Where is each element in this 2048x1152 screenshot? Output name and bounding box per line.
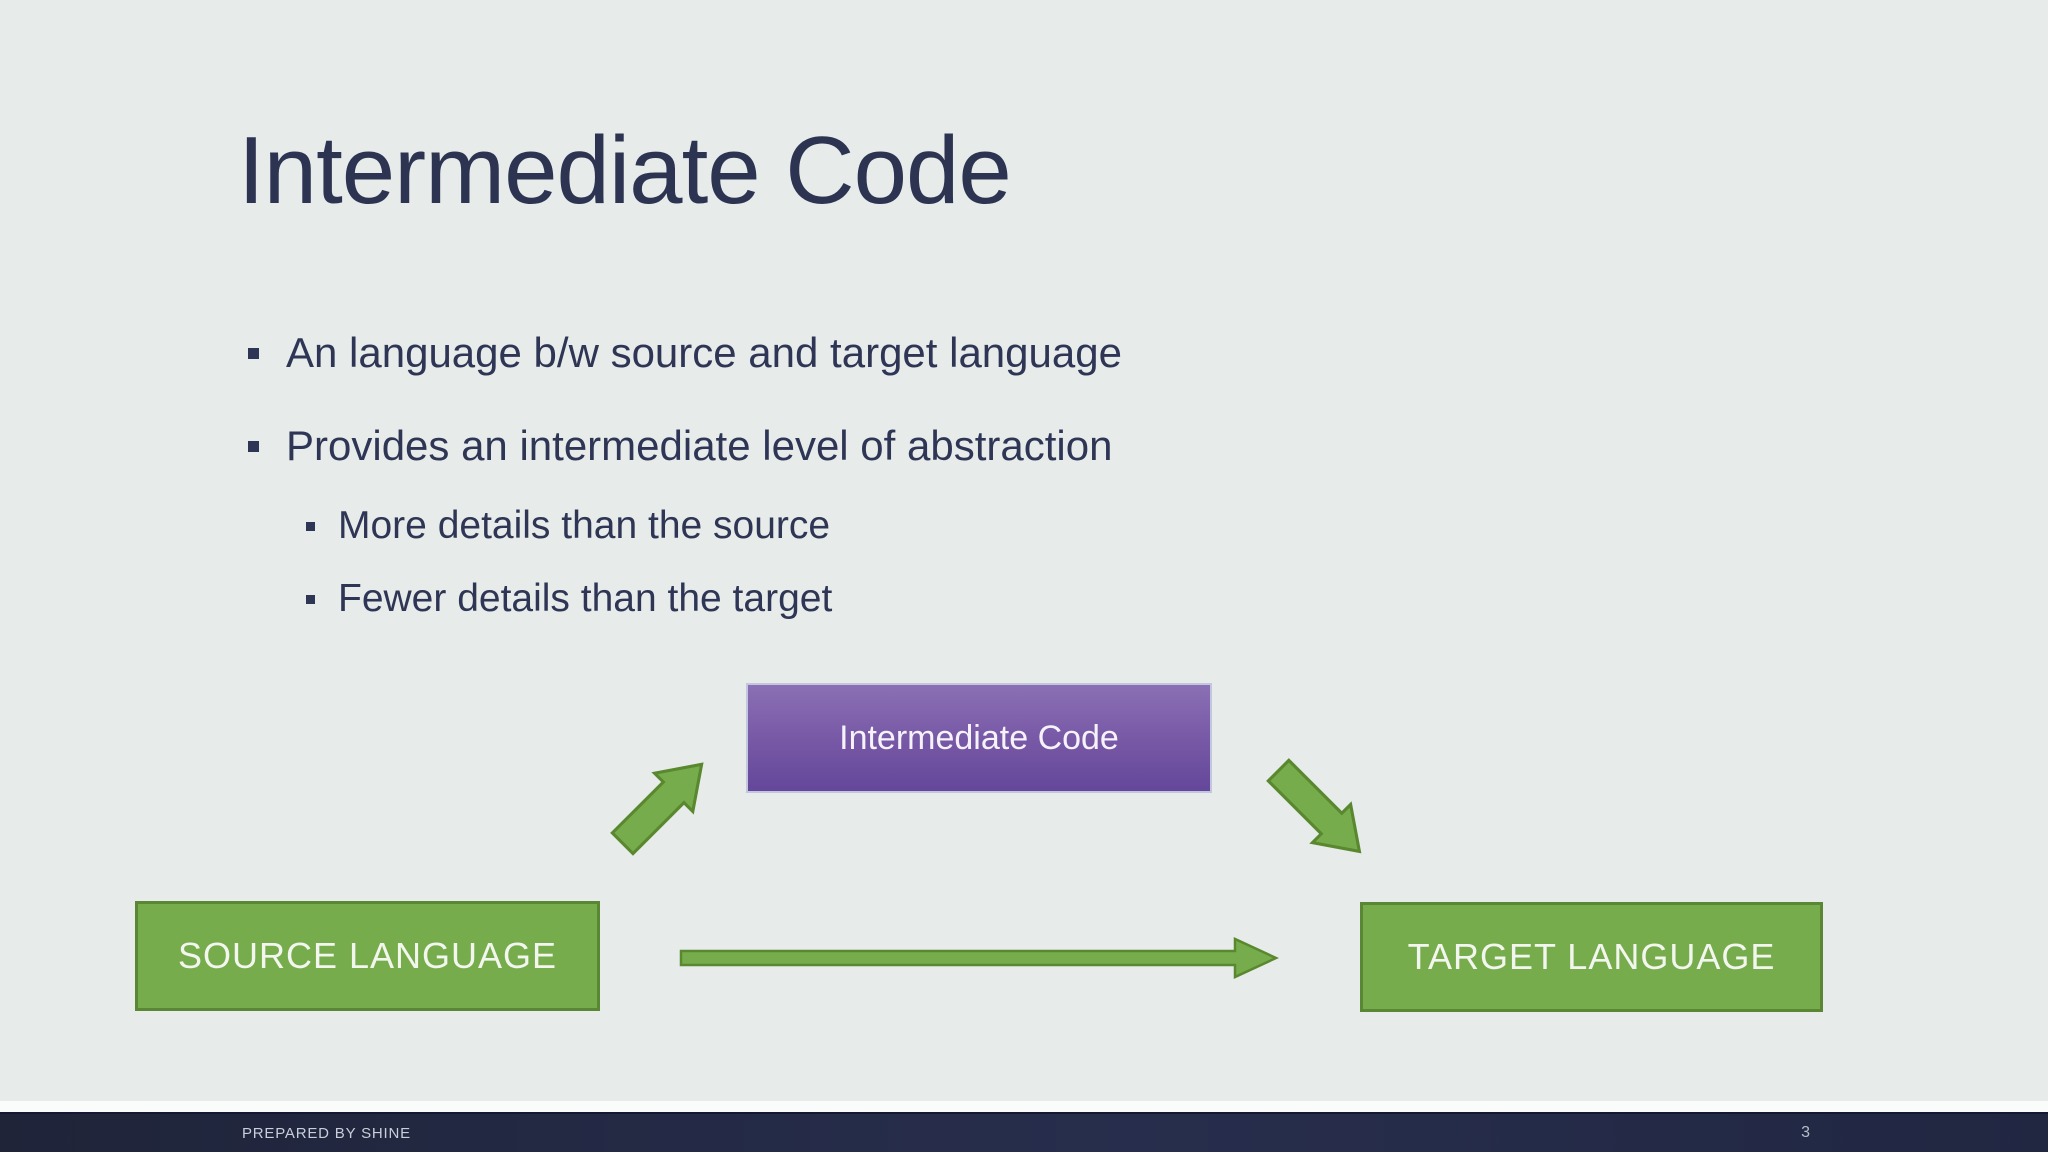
bullet-text: Provides an intermediate level of abstra…: [286, 422, 1113, 469]
right-arrow-icon: [679, 937, 1279, 979]
bullet-square-icon: [306, 521, 315, 531]
source-language-box-label: SOURCE LANGUAGE: [177, 935, 558, 976]
bullet-square-icon: [306, 594, 315, 604]
bullet-text: An language b/w source and target langua…: [286, 329, 1122, 376]
bullet-text: More details than the source: [338, 504, 831, 547]
bullet-item-2: Provides an intermediate level of abstra…: [248, 423, 1112, 469]
bullet-text: Fewer details than the target: [338, 577, 833, 620]
footer-bar: PREPARED BY SHINE 3: [0, 1112, 2048, 1152]
intermediate-code-box: Intermediate Code: [746, 683, 1212, 793]
down-right-arrow-icon: [1266, 758, 1362, 854]
bullet-subitem-2: Fewer details than the target: [306, 577, 832, 621]
footer-divider-strip: [0, 1101, 2048, 1112]
footer-prepared-by: PREPARED BY SHINE: [242, 1124, 411, 1142]
intermediate-code-box-label: Intermediate Code: [839, 718, 1119, 757]
page-number: 3: [1801, 1124, 1810, 1141]
target-language-box: TARGET LANGUAGE: [1360, 902, 1823, 1012]
target-language-box-label: TARGET LANGUAGE: [1407, 936, 1776, 977]
bullet-subitem-1: More details than the source: [306, 504, 830, 548]
bullet-square-icon: [248, 347, 259, 359]
bullet-square-icon: [248, 440, 259, 452]
source-language-box: SOURCE LANGUAGE: [135, 901, 600, 1011]
up-right-arrow-icon: [610, 762, 704, 856]
bullet-item-1: An language b/w source and target langua…: [248, 330, 1122, 376]
slide-title: Intermediate Code: [238, 117, 1012, 224]
